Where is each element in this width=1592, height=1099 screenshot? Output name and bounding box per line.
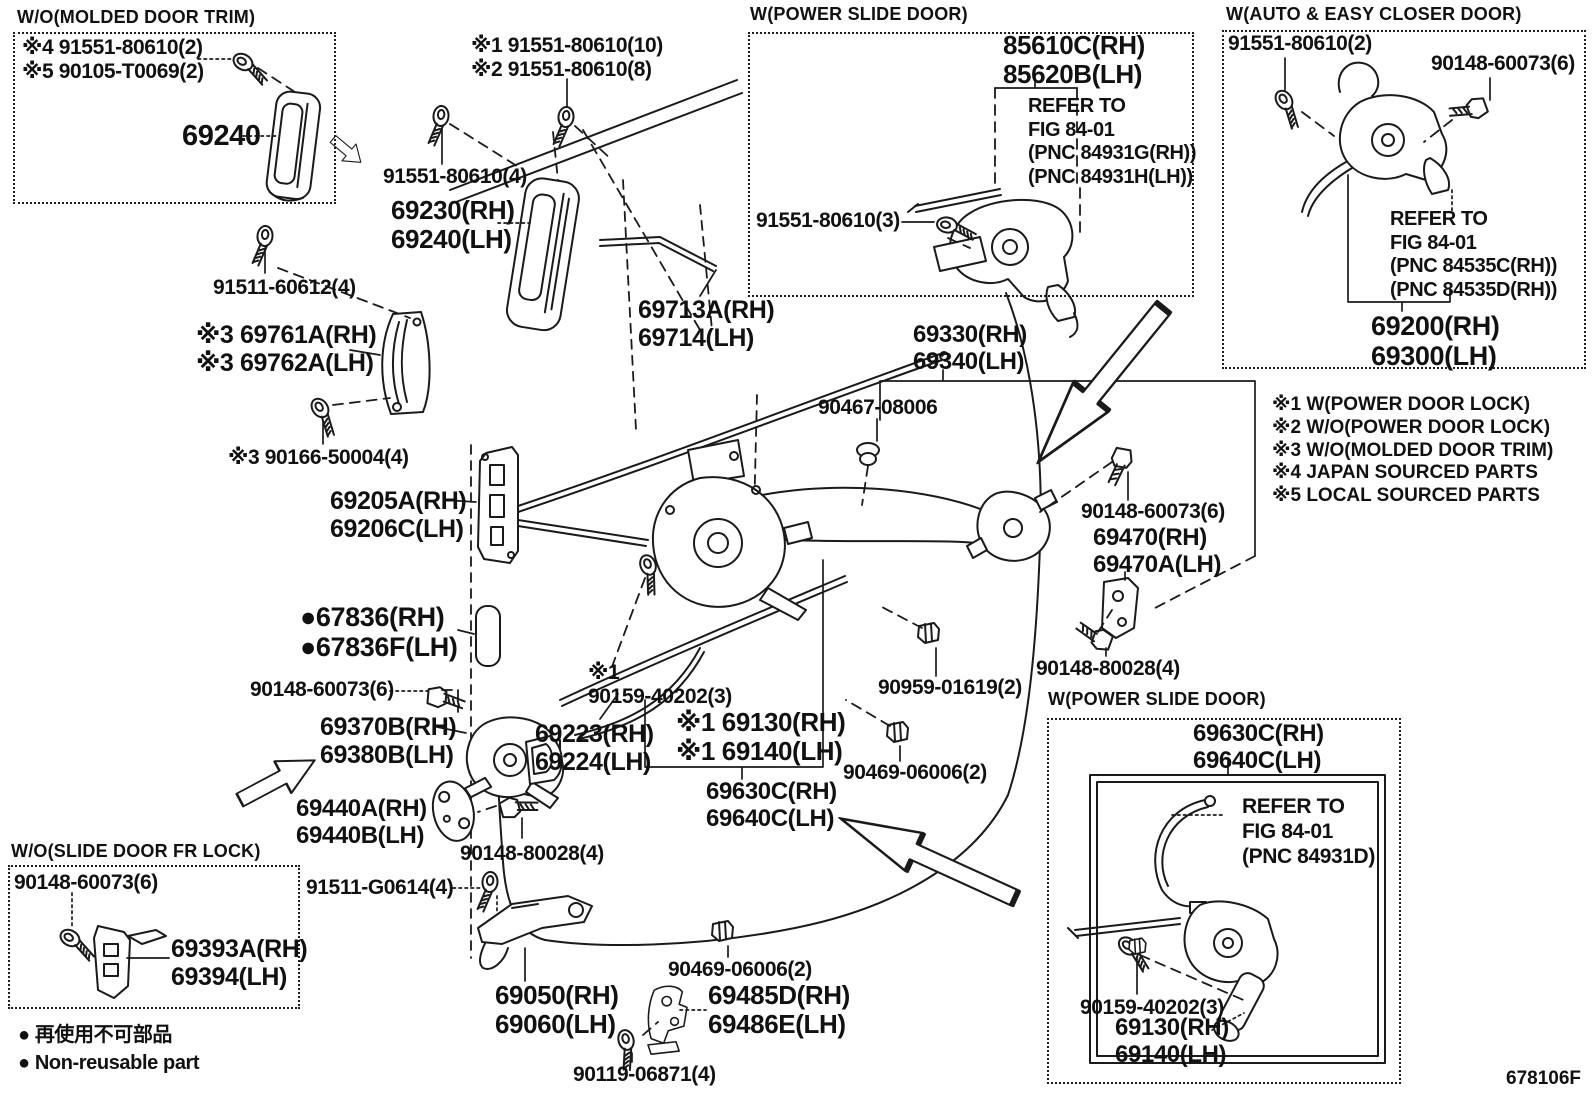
footnote-2: ※2 W/O(POWER DOOR LOCK) [1272,416,1551,438]
part-label-91551-4: 91551-80610(4) [383,165,527,188]
part-label-90959-01619: 90959-01619(2) [878,676,1022,699]
part-label-90148-80028-right: 90148-80028(4) [1036,657,1180,680]
stopper-69485-drawing [647,985,688,1055]
refer-note-ae: REFER TO FIG 84-01 (PNC 84535C(RH)) (PNC… [1390,208,1557,301]
part-label-69393A-69394: 69393A(RH) 69394(LH) [171,935,308,991]
part-label-91511-G0614: 91511-G0614(4) [306,876,454,899]
part-label-91551-2: 91551-80610(2) [1228,32,1372,55]
box-title-power-slide-bottom: W(POWER SLIDE DOOR) [1048,689,1266,709]
latch-69330-drawing [966,489,1058,562]
refer-note-ps-top: REFER TO FIG 84-01 (PNC 84931G(RH)) (PNC… [1028,95,1197,188]
box-title-power-slide-top: W(POWER SLIDE DOOR) [750,4,968,24]
footnote-3: ※3 W/O(MOLDED DOOR TRIM) [1272,439,1554,461]
part-label-85610C-85620B: 85610C(RH) 85620B(LH) [1003,30,1145,90]
figure-code: 678106F [1506,1068,1582,1089]
part-label-91551-10-8: ※1 91551-80610(10) ※2 91551-80610(8) [471,34,663,81]
part-label-69205A-69206C: 69205A(RH) 69206C(LH) [330,487,467,543]
striker-69393-drawing [93,925,167,999]
part-label-69130-69140-main: ※1 69130(RH) ※1 69140(LH) [676,707,846,767]
footnote-4: ※4 JAPAN SOURCED PARTS [1272,462,1538,484]
part-label-91511-60612: 91511-60612(4) [213,276,356,299]
grommet-90467-drawing [856,442,880,466]
legend-non-reusable-jp: ● 再使用不可部品 [18,1024,173,1046]
part-label-90148-60073-right: 90148-60073(6) [1081,500,1225,523]
footnote-1: ※1 W(POWER DOOR LOCK) [1272,394,1531,415]
ps-bottom-rod-drawing [1067,917,1181,939]
lock-plate-drawing [525,735,563,785]
part-label-90148-60073-fr: 90148-60073(6) [14,871,158,894]
legend-non-reusable-en: ● Non-reusable part [18,1052,200,1074]
part-label-69370B-69380B: 69370B(RH) 69380B(LH) [320,713,457,769]
motor-rod-drawing [907,188,1002,213]
part-label-69230-69240: 69230(RH) 69240(LH) [391,195,515,255]
callout-box-slide-fr-lock [8,865,300,1009]
part-label-69200-69300: 69200(RH) 69300(LH) [1371,311,1500,372]
ps-bottom-harness-drawing [1154,795,1216,914]
box-title-slide-fr-lock: W/O(SLIDE DOOR FR LOCK) [11,841,261,861]
part-label-90467-08006: 90467-08006 [818,396,938,419]
callout-box-power-slide-top [748,32,1194,297]
refer-note-ps-bottom: REFER TO FIG 84-01 (PNC 84931D) [1242,795,1375,868]
main-lock-assembly-drawing [651,439,813,621]
footnote-list: ※1 W(POWER DOOR LOCK) ※2 W/O(POWER DOOR … [1272,394,1553,508]
part-label-67836: ●67836(RH) ●67836F(LH) [300,602,458,663]
handle-frame-drawing [477,446,519,564]
striker-69470-drawing [1101,577,1139,639]
part-label-69330-69340: 69330(RH) 69340(LH) [913,321,1027,375]
box-title-auto-easy-closer: W(AUTO & EASY CLOSER DOOR) [1226,4,1522,24]
part-label-69485D-69486E: 69485D(RH) 69486E(LH) [708,980,850,1040]
part-label-90148-60073-left: 90148-60073(6) [250,678,394,701]
assembly-dashed-lines [257,67,1453,1036]
part-label-69440A-69440B: 69440A(RH) 69440B(LH) [296,795,427,849]
part-label-90166-50004: ※3 90166-50004(4) [228,446,409,469]
part-label-90148-60073-ae: 90148-60073(6) [1431,52,1575,75]
link-rod-drawing [599,236,717,272]
outside-handle-69230-drawing [505,177,580,332]
box-title-molded-trim: W/O(MOLDED DOOR TRIM) [17,7,256,27]
power-slide-motor-drawing [933,198,1079,338]
leader-lines [126,57,1491,1063]
part-label-90159-40202-main: ※1 90159-40202(3) [588,661,732,708]
part-label-69713A-69714: 69713A(RH) 69714(LH) [638,296,775,352]
part-label-69130-69140-box: 69130(RH) 69140(LH) [1115,1014,1229,1068]
part-label-90469-06006-bottom: 90469-06006(2) [668,958,812,981]
dotted-leaders [71,58,1453,1031]
part-label-69630C-mid: 69630C(RH) 69640C(LH) [706,778,837,832]
part-label-91551-3: 91551-80610(3) [756,209,900,232]
callout-box-molded-trim [13,32,336,204]
part-label-90469-06006-mid: 90469-06006(2) [843,761,987,784]
handle-bezel-drawing [381,311,431,415]
part-label-69630C-box: 69630C(RH) 69640C(LH) [1193,720,1324,774]
part-label-trim-screws: ※4 91551-80610(2) ※5 90105-T0069(2) [22,36,204,83]
part-label-69240: 69240 [182,120,261,152]
control-cable-drawing [559,575,848,707]
part-label-90159-40202-box: 90159-40202(3) [1080,996,1224,1019]
part-label-90148-80028-left: 90148-80028(4) [460,842,604,865]
outside-handle-69240-drawing [265,90,322,202]
part-label-69761A-69762A: ※3 69761A(RH) ※3 69762A(LH) [196,321,377,377]
lower-hinge-69050-drawing [477,895,593,945]
part-label-90119-06871: 90119-06871(4) [573,1063,716,1086]
ps-bottom-inner-box [1089,774,1386,1064]
footnote-5: ※5 LOCAL SOURCED PARTS [1272,485,1540,507]
callout-box-auto-easy-closer [1222,30,1586,369]
part-label-69223-69224: 69223(RH) 69224(LH) [535,720,654,776]
part-label-69050-69060: 69050(RH) 69060(LH) [495,980,619,1040]
part-label-69470-69470A: 69470(RH) 69470A(LH) [1093,524,1222,578]
cushion-67836-drawing [475,605,501,667]
easy-closer-lock-drawing [1301,61,1450,217]
hinge-69440-drawing [431,776,493,842]
callout-box-power-slide-bottom [1047,718,1401,1084]
